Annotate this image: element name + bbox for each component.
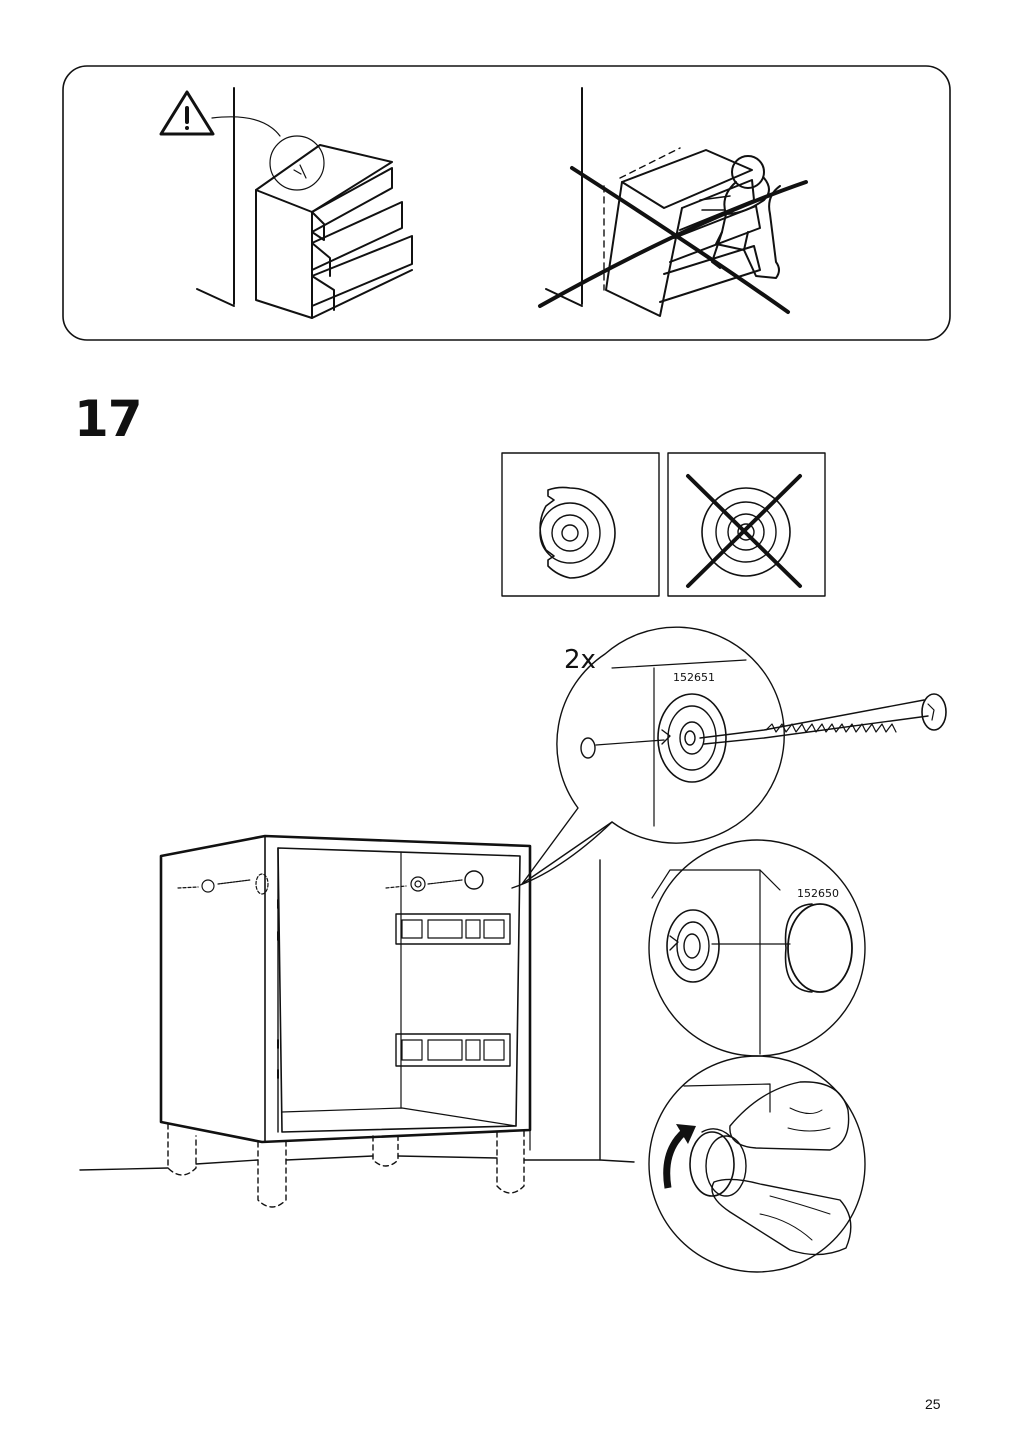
- cover-cap-152650: [784, 903, 853, 993]
- rotate-arrow-icon: [663, 1124, 696, 1189]
- detail-cover-cap: [648, 839, 866, 1057]
- wall-right-scene: [545, 87, 681, 307]
- screw-icon: [699, 693, 947, 745]
- incorrect-orientation-box: [667, 452, 826, 597]
- cabinet-legs: [167, 1123, 525, 1208]
- dresser-secured: [255, 144, 413, 319]
- wall-left-scene: [196, 87, 235, 307]
- dresser-tipping: [605, 149, 781, 317]
- part-quantity: 2x: [564, 645, 596, 675]
- cam-fitting-installed: [666, 909, 720, 983]
- part-number-152650: 152650: [797, 887, 839, 900]
- drawer-runner-upper: [395, 913, 511, 945]
- warning-triangle-icon: [159, 90, 215, 136]
- step-number: 17: [74, 390, 143, 448]
- safety-warning-panel: [62, 65, 951, 341]
- cam-fitting-152651: [657, 693, 727, 783]
- correct-orientation-box: [501, 452, 660, 597]
- cam-lock-correct: [539, 486, 616, 579]
- detail-screw-cam: [521, 626, 947, 885]
- cross-out-icon: [686, 474, 802, 588]
- hand-fingers: [711, 1081, 852, 1256]
- cam-and-screw-right: [385, 870, 484, 892]
- drawer-runner-lower: [395, 1033, 511, 1067]
- cross-out-icon: [538, 166, 808, 314]
- page-number: 25: [925, 1396, 941, 1412]
- detail-press-cap: [648, 1055, 866, 1273]
- part-number-152651: 152651: [673, 671, 715, 684]
- cam-and-screw-left: [177, 873, 269, 895]
- detail-circle: [269, 135, 325, 191]
- cam-lock-incorrect: [701, 487, 791, 577]
- cabinet: [79, 821, 635, 1208]
